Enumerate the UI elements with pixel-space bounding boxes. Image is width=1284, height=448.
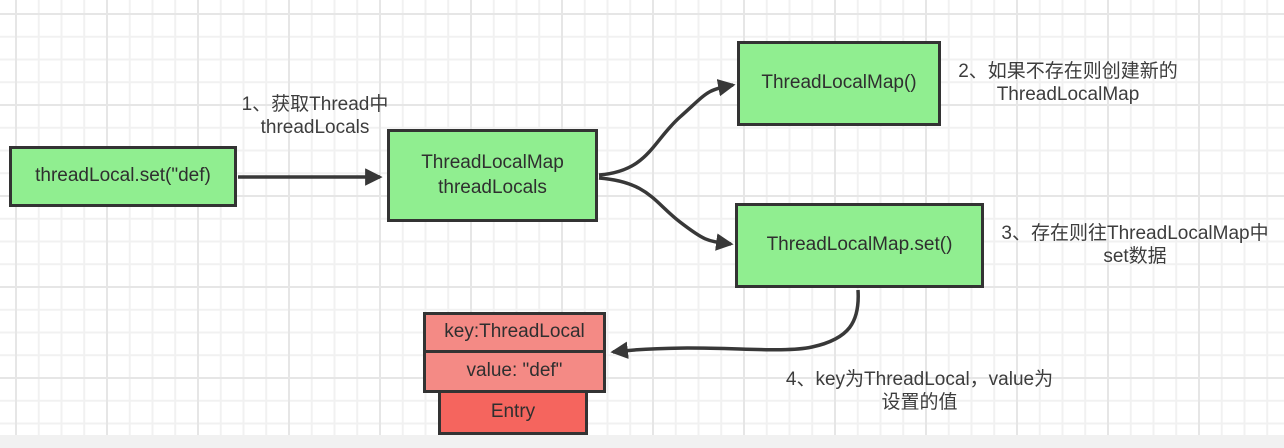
node-entry: Entry (438, 390, 588, 435)
annotation-step2-line1: 2、如果不存在则创建新的 (958, 61, 1178, 82)
node-entry-label: Entry (490, 401, 536, 423)
annotation-step1-line2: threadLocals (260, 117, 370, 138)
node-threadlocalmap-field-line1: ThreadLocalMap (421, 151, 564, 173)
annotation-step4: 4、key为ThreadLocal，value为 设置的值 (762, 368, 1077, 414)
node-threadlocalmap-ctor: ThreadLocalMap() (737, 41, 941, 126)
arrow-threadlocals-to-ctor (598, 79, 736, 177)
annotation-step3-line2: set数据 (1103, 246, 1167, 267)
node-threadlocalmap-set: ThreadLocalMap.set() (735, 203, 984, 288)
node-threadlocal-set-label: threadLocal.set("def) (35, 165, 211, 187)
node-entry-key: key:ThreadLocal (423, 312, 606, 353)
node-threadlocalmap-field: ThreadLocalMap threadLocals (387, 129, 598, 222)
annotation-step2-line2: ThreadLocalMap (996, 84, 1140, 105)
node-entry-value: value: "def" (423, 350, 606, 393)
node-threadlocalmap-field-label: ThreadLocalMap threadLocals (421, 151, 564, 200)
annotation-step2: 2、如果不存在则创建新的 ThreadLocalMap (952, 60, 1184, 106)
canvas-bottom-strip (0, 435, 1284, 448)
arrow-threadlocals-to-set (598, 176, 734, 251)
annotation-step3-line1: 3、存在则往ThreadLocalMap中 (1001, 223, 1269, 244)
annotation-step4-line2: 设置的值 (881, 392, 958, 413)
node-entry-value-label: value: "def" (466, 360, 563, 382)
annotation-step3: 3、存在则往ThreadLocalMap中 set数据 (990, 222, 1280, 268)
node-threadlocalmap-set-label: ThreadLocalMap.set() (766, 234, 953, 256)
annotation-step1-line1: 1、获取Thread中 (241, 94, 389, 115)
node-threadlocalmap-ctor-label: ThreadLocalMap() (761, 72, 917, 94)
node-threadlocal-set: threadLocal.set("def) (9, 146, 237, 207)
annotation-step1: 1、获取Thread中 threadLocals (210, 93, 420, 139)
arrow-set-to-entry (610, 289, 860, 359)
node-entry-key-label: key:ThreadLocal (444, 321, 585, 343)
annotation-step4-line1: 4、key为ThreadLocal，value为 (785, 369, 1054, 390)
node-threadlocalmap-field-line2: threadLocals (438, 176, 547, 198)
